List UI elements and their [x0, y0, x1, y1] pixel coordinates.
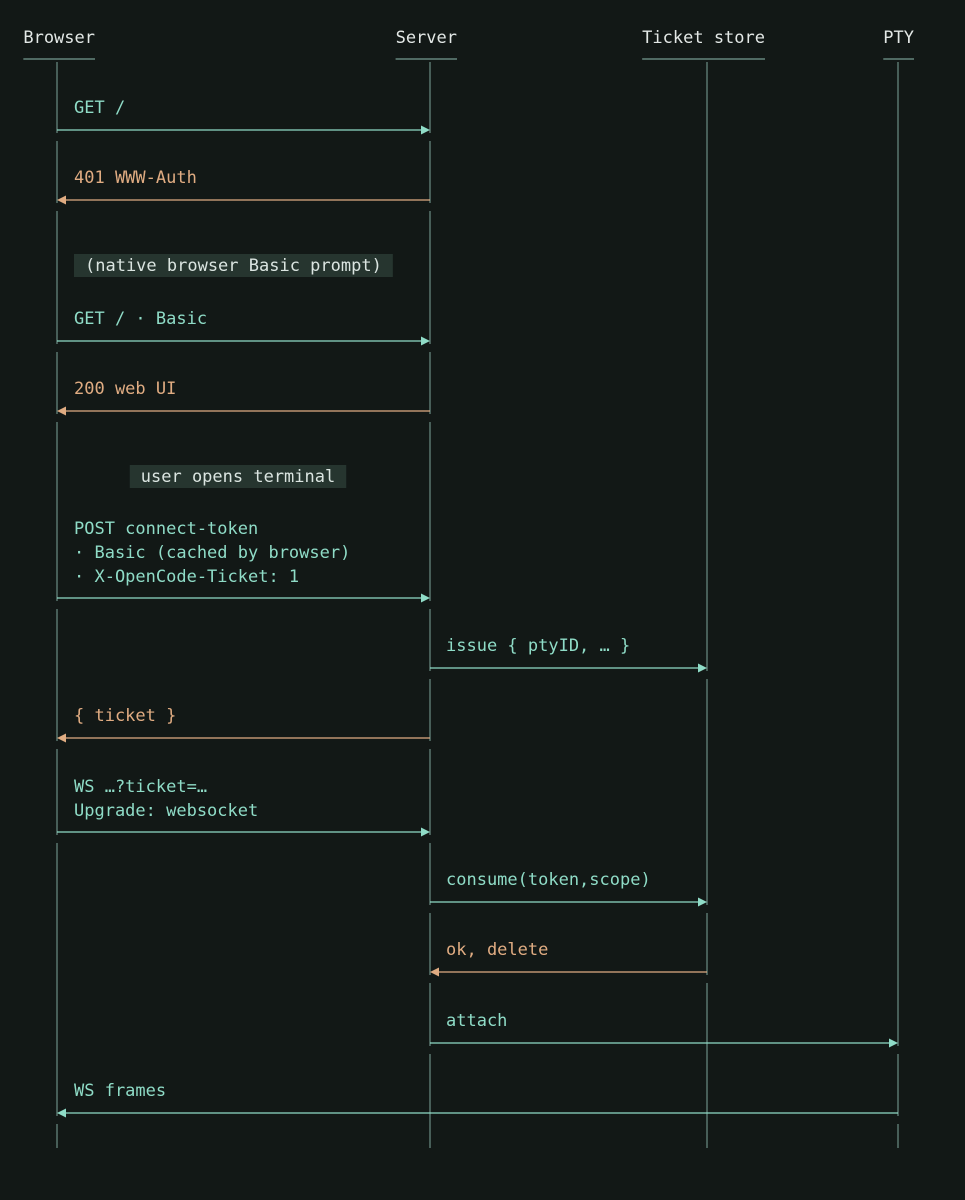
lifeline-gap: [896, 1116, 900, 1124]
message-label: · Basic (cached by browser): [74, 543, 350, 563]
note-background: [74, 254, 393, 277]
lifeline-gap: [428, 133, 432, 141]
message-browser-to-server: POST connect-token · Basic (cached by bro…: [57, 519, 430, 603]
lifeline-gap: [428, 601, 432, 609]
participant-label-browser: Browser: [23, 28, 95, 48]
participant-label-server: Server: [396, 28, 457, 48]
lifeline-gap: [55, 601, 59, 609]
message-label: GET /: [74, 98, 125, 118]
lifeline-gap: [428, 1046, 432, 1054]
message-arrowhead: [57, 733, 66, 743]
message-arrowhead: [57, 195, 66, 205]
message-server-to-browser: { ticket }: [57, 706, 430, 743]
message-pty-to-browser: WS frames: [57, 1081, 898, 1118]
message-label: ok, delete: [446, 940, 548, 960]
message-browser-to-server: GET /: [57, 98, 430, 135]
message-arrowhead: [698, 897, 707, 907]
message-arrowhead: [57, 1108, 66, 1118]
message-tickets-to-server: ok, delete: [430, 940, 707, 977]
lifeline-gap: [55, 133, 59, 141]
message-arrowhead: [421, 125, 430, 135]
message-label: 200 web UI: [74, 379, 176, 399]
lifeline-gap: [428, 414, 432, 422]
message-server-to-browser: 200 web UI: [57, 379, 430, 416]
lifeline-gap: [55, 203, 59, 211]
message-server-to-tickets: consume(token,scope): [430, 870, 707, 907]
message-browser-to-server: WS …?ticket=… Upgrade: websocket: [57, 777, 430, 837]
note-text: user opens terminal: [141, 467, 335, 487]
message-arrowhead: [421, 593, 430, 603]
participant-label-tickets: Ticket store: [642, 28, 765, 48]
message-server-to-browser: 401 WWW-Auth: [57, 168, 430, 205]
lifeline-gap: [55, 835, 59, 843]
lifeline-gap: [428, 835, 432, 843]
lifeline-gap: [55, 1116, 59, 1124]
message-label: WS frames: [74, 1081, 166, 1101]
message-server-to-tickets: issue { ptyID, … }: [430, 636, 707, 673]
message-label: attach: [446, 1011, 507, 1031]
message-label: 401 WWW-Auth: [74, 168, 197, 188]
message-label: Upgrade: websocket: [74, 801, 258, 821]
lifeline-gap: [705, 671, 709, 679]
lifelines: [56, 62, 899, 1148]
message-label: · X-OpenCode-Ticket: 1: [74, 567, 299, 587]
lifeline-gaps: [55, 133, 900, 1124]
lifeline-gap: [428, 905, 432, 913]
lifeline-gap: [55, 344, 59, 352]
participant-label-pty: PTY: [883, 28, 914, 48]
lifeline-gap: [705, 975, 709, 983]
message-label: { ticket }: [74, 706, 176, 726]
message-arrowhead: [430, 967, 439, 977]
lifeline-gap: [428, 741, 432, 749]
lifeline-gap: [428, 975, 432, 983]
message-label: POST connect-token: [74, 519, 258, 539]
lifeline-gap: [428, 671, 432, 679]
note: user opens terminal: [129, 465, 347, 488]
message-label: consume(token,scope): [446, 870, 651, 890]
lifeline-gap: [896, 1046, 900, 1054]
lifeline-gap: [55, 741, 59, 749]
note-text: (native browser Basic prompt): [85, 256, 382, 276]
note-background: [129, 465, 347, 488]
message-server-to-pty: attach: [430, 1011, 898, 1048]
message-arrowhead: [57, 406, 66, 416]
message-arrowhead: [421, 827, 430, 837]
lifeline-gap: [428, 344, 432, 352]
lifeline-gap: [428, 203, 432, 211]
lifeline-gap: [55, 414, 59, 422]
message-label: issue { ptyID, … }: [446, 636, 630, 656]
message-arrowhead: [421, 336, 430, 346]
message-arrowhead: [889, 1038, 898, 1048]
lifeline-gap: [705, 905, 709, 913]
message-label: GET / · Basic: [74, 309, 207, 329]
note: (native browser Basic prompt): [74, 254, 393, 277]
message-label: WS …?ticket=…: [74, 777, 207, 797]
message-browser-to-server: GET / · Basic: [57, 309, 430, 346]
participant-headers: Browser Server Ticket store PTY: [23, 28, 914, 60]
message-arrowhead: [698, 663, 707, 673]
